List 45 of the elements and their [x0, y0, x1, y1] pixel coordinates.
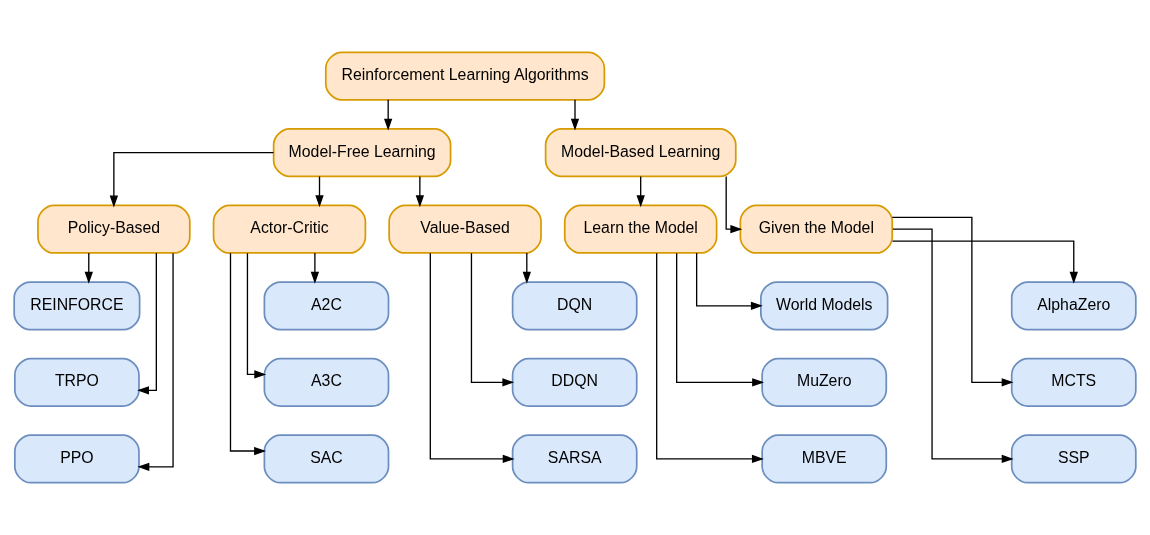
- arrow: [725, 175, 743, 234]
- node-box: TRPO: [14, 357, 140, 407]
- arrow: [570, 99, 580, 131]
- node-box: Value-Based: [388, 204, 542, 254]
- arrow: [656, 252, 764, 464]
- node-box: MBVE: [761, 434, 888, 484]
- node-box: Model-Based Learning: [544, 128, 737, 178]
- node-box: SARSA: [511, 434, 638, 484]
- node-box: A2C: [263, 281, 390, 331]
- arrow: [891, 216, 1014, 387]
- arrow: [137, 252, 157, 395]
- arrow: [676, 252, 765, 387]
- node-box: Given the Model: [739, 204, 894, 254]
- arrow: [246, 252, 267, 379]
- arrow: [892, 228, 1014, 464]
- node-box: PPO: [14, 434, 140, 484]
- arrow: [137, 252, 174, 472]
- node-box: MuZero: [761, 357, 888, 407]
- node-box: MCTS: [1010, 357, 1137, 407]
- node-box: World Models: [760, 281, 889, 331]
- node-box: A3C: [263, 357, 390, 407]
- node-box: REINFORCE: [13, 281, 141, 331]
- node-box: SAC: [263, 434, 390, 484]
- arrow: [470, 252, 515, 387]
- arrow: [891, 240, 1078, 284]
- node-box: Reinforcement Learning Algorithms: [324, 51, 606, 101]
- node-box: Model-Free Learning: [272, 128, 452, 178]
- arrow: [315, 175, 324, 208]
- node-box: DQN: [511, 281, 638, 331]
- arrow: [384, 99, 393, 131]
- arrow: [415, 175, 424, 208]
- arrow: [522, 252, 531, 284]
- arrow: [636, 175, 645, 208]
- arrow: [84, 252, 93, 284]
- arrow: [310, 252, 320, 284]
- arrow: [109, 151, 275, 208]
- node-box: Learn the Model: [563, 204, 718, 254]
- arrow: [229, 252, 267, 456]
- arrow: [696, 252, 763, 310]
- node-box: SSP: [1010, 434, 1137, 484]
- node-box: DDQN: [511, 357, 638, 407]
- node-box: Policy-Based: [37, 204, 191, 254]
- node-box: AlphaZero: [1010, 281, 1137, 331]
- node-box: Actor-Critic: [212, 204, 367, 254]
- arrow: [429, 252, 515, 464]
